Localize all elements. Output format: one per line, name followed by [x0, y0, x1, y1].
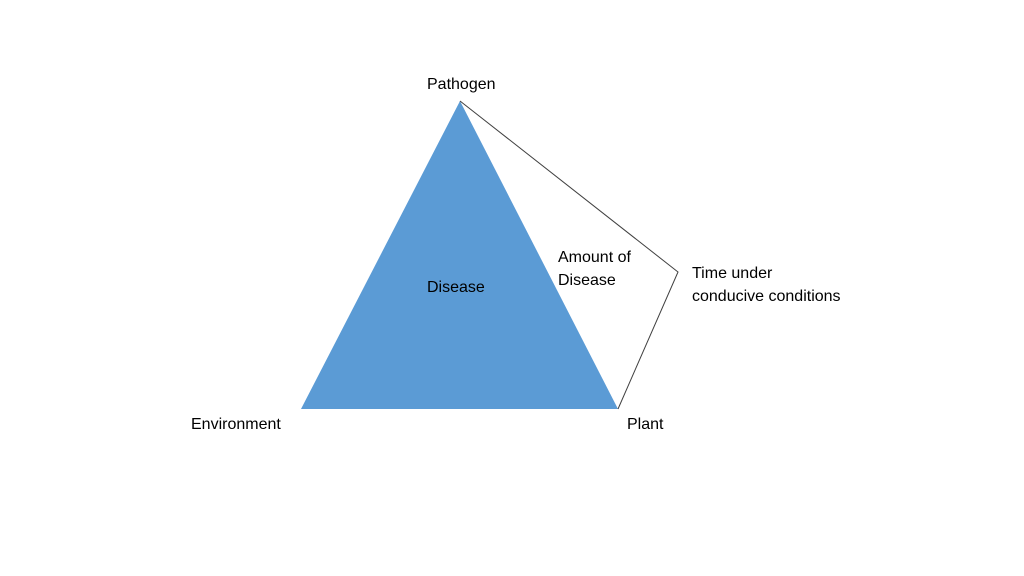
- label-time-1: Time under: [692, 265, 773, 282]
- disease-triangle: [301, 101, 618, 409]
- label-environment: Environment: [191, 416, 281, 433]
- label-amount-of-disease-2: Disease: [558, 272, 616, 289]
- label-amount-of-disease-1: Amount of: [558, 249, 631, 266]
- disease-pyramid-outline: [459, 100, 679, 410]
- label-disease: Disease: [427, 279, 485, 296]
- label-time-2: conducive conditions: [692, 288, 841, 305]
- label-pathogen: Pathogen: [427, 76, 496, 93]
- label-plant: Plant: [627, 416, 664, 433]
